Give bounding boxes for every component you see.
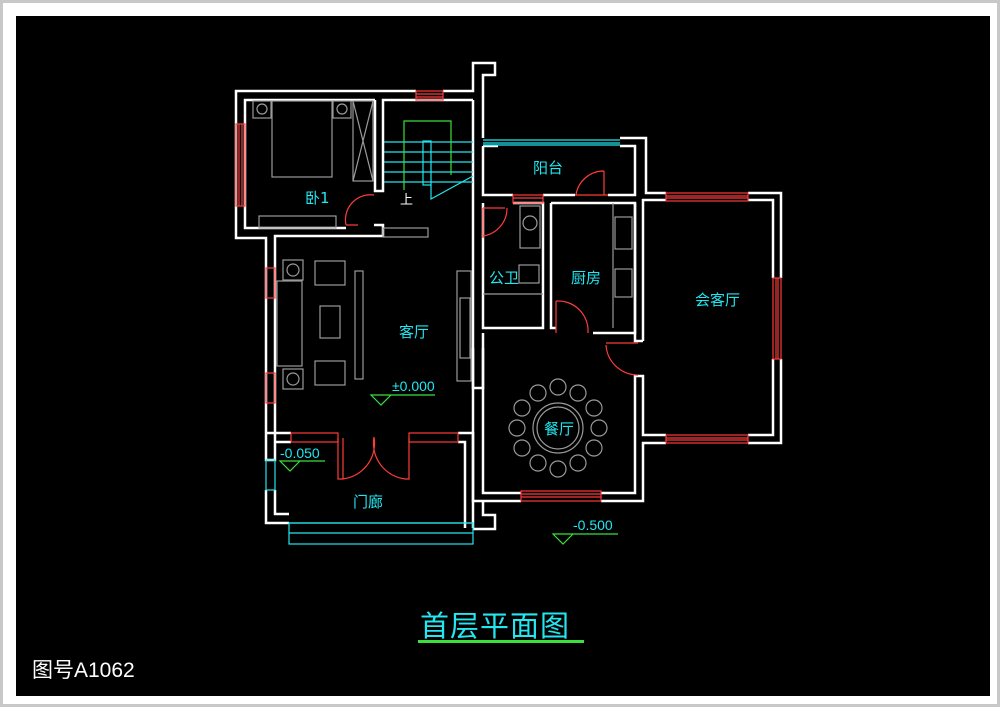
title-underline (418, 640, 584, 643)
furniture (252, 100, 633, 478)
stair-up-label: 上 (400, 193, 413, 208)
floor-plan: 卧1 客厅 阳台 公卫 厨房 会客厅 餐厅 门廊 上 ±0.000 -0.050… (234, 61, 783, 545)
elevation-outdoor: -0.500 (573, 517, 613, 533)
room-label-kitchen: 厨房 (571, 269, 601, 287)
stairs-and-rails (265, 120, 620, 545)
walls (234, 61, 783, 531)
elevation-porch: -0.050 (280, 445, 320, 461)
room-label-bedroom: 卧1 (305, 189, 330, 207)
room-label-reception: 会客厅 (695, 291, 740, 309)
cad-canvas: 卧1 客厅 阳台 公卫 厨房 会客厅 餐厅 门廊 上 ±0.000 -0.050… (16, 16, 990, 696)
dining-chairs (508, 378, 608, 478)
room-label-dining: 餐厅 (544, 420, 574, 438)
windows-doors (235, 90, 782, 502)
room-label-living: 客厅 (399, 323, 429, 341)
drawing-sheet: 卧1 客厅 阳台 公卫 厨房 会客厅 餐厅 门廊 上 ±0.000 -0.050… (3, 3, 997, 704)
elevation-living: ±0.000 (392, 378, 435, 394)
elevation-marks (278, 394, 618, 545)
drawing-title: 首层平面图 (420, 609, 571, 643)
room-label-balcony: 阳台 (533, 159, 563, 177)
room-label-bathroom: 公卫 (489, 269, 519, 287)
drawing-number: 图号A1062 (32, 659, 135, 682)
room-label-porch: 门廊 (353, 493, 383, 511)
